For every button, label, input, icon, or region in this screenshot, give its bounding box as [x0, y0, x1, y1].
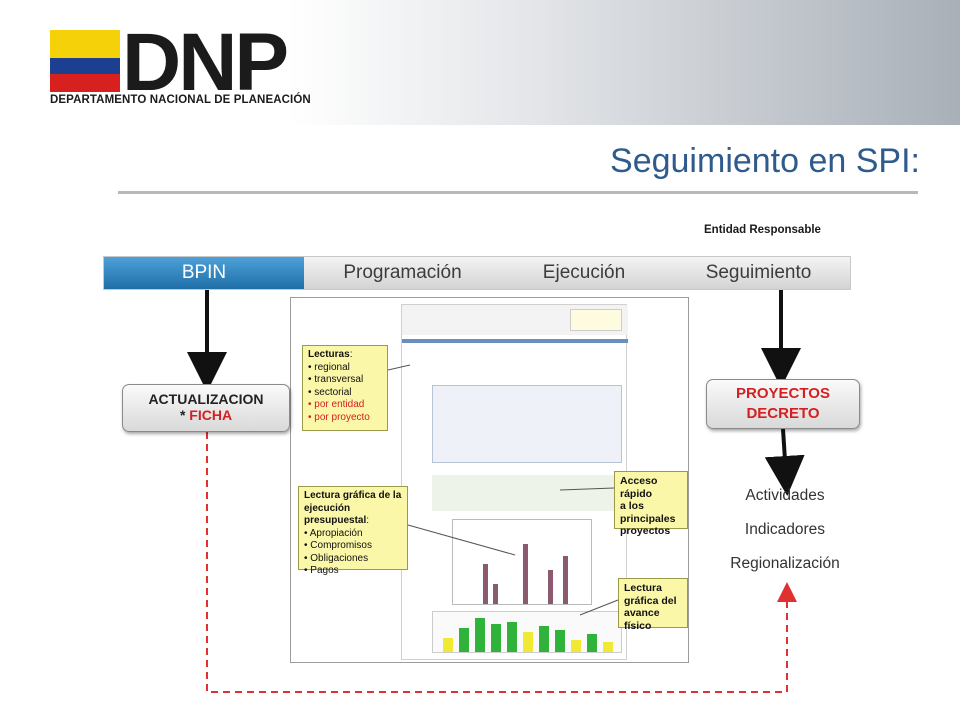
list-item: por proyecto: [308, 412, 382, 425]
callout-grafica-title-2: ejecución presupuestal:: [304, 502, 370, 527]
ficha-label: * FICHA: [179, 407, 233, 423]
screenshot-physical-progress: [432, 611, 622, 653]
callout-line: Lectura: [624, 582, 662, 594]
list-item: Apropiación: [304, 528, 402, 541]
list-item-actividades: Actividades: [745, 487, 825, 504]
progress-bar: [571, 640, 581, 652]
tab-ejecucion[interactable]: Ejecución: [542, 262, 626, 283]
chart-bar: [563, 556, 568, 604]
screenshot-nav: [402, 339, 628, 343]
list-item: Pagos: [304, 565, 402, 578]
actualizacion-ficha-box: ACTUALIZACION * FICHA: [122, 384, 290, 432]
list-item-regionalizacion: Regionalización: [730, 555, 840, 572]
callout-lecturas-title: Lecturas:: [308, 349, 353, 360]
entity-label: Entidad Responsable: [704, 224, 821, 236]
screenshot-projects: [432, 475, 622, 511]
callout-avance-fisico: Lectura gráfica del avance físico: [618, 578, 688, 632]
tab-bar: BPIN Programación Ejecución Seguimiento: [103, 256, 851, 290]
title-divider: [118, 191, 918, 194]
list-item: sectorial: [308, 387, 382, 400]
slide-title: Seguimiento en SPI:: [610, 142, 920, 180]
chart-bar: [523, 544, 528, 604]
callout-grafica-title-1: Lectura gráfica de la: [304, 490, 402, 501]
arrow-proyectos-down: [764, 428, 805, 496]
callout-line: Acceso rápido: [620, 475, 658, 500]
callout-line: proyectos: [620, 525, 671, 537]
progress-bar: [491, 624, 501, 652]
actualizacion-label: ACTUALIZACION: [148, 391, 264, 407]
list-item: Compromisos: [304, 540, 402, 553]
progress-bar: [555, 630, 565, 652]
list-item: Obligaciones: [304, 553, 402, 566]
list-item: transversal: [308, 374, 382, 387]
list-item: por entidad: [308, 399, 382, 412]
callout-lectura-grafica: Lectura gráfica de la ejecución presupue…: [298, 486, 408, 576]
progress-bar: [539, 626, 549, 652]
tab-seguimiento[interactable]: Seguimiento: [705, 262, 812, 283]
callout-line: principales: [620, 512, 676, 525]
screenshot-budget-chart: [452, 519, 592, 605]
screenshot-dnp-logo: [570, 309, 622, 331]
proyectos-label: PROYECTOS: [736, 385, 830, 402]
dnp-logo-subtitle: DEPARTAMENTO NACIONAL DE PLANEACIÓN: [50, 94, 311, 106]
proyectos-decreto-box: PROYECTOS DECRETO: [706, 379, 860, 429]
progress-bar: [475, 618, 485, 652]
dnp-logo-text: DNP: [122, 17, 289, 108]
callout-line: gráfica del: [624, 594, 677, 607]
chart-bar: [483, 564, 488, 604]
colombia-flag-icon: [50, 30, 120, 92]
callout-acceso-rapido: Acceso rápido a los principales proyecto…: [614, 471, 688, 537]
callout-line: avance físico: [624, 607, 660, 632]
list-item: regional: [308, 362, 382, 375]
chart-bar: [493, 584, 498, 604]
callout-line: a los: [620, 500, 644, 512]
list-item-indicadores: Indicadores: [744, 521, 826, 538]
progress-bar: [587, 634, 597, 652]
progress-bar: [523, 632, 533, 652]
decreto-label: DECRETO: [746, 405, 820, 422]
tab-programacion[interactable]: Programación: [343, 262, 462, 283]
screenshot-table: [432, 385, 622, 463]
header-band: DNP DEPARTAMENTO NACIONAL DE PLANEACIÓN: [0, 0, 960, 125]
progress-bar: [459, 628, 469, 652]
callout-lecturas: Lecturas: regional transversal sectorial…: [302, 345, 388, 431]
progress-bar: [507, 622, 517, 652]
progress-bar: [603, 642, 613, 652]
progress-bar: [443, 638, 453, 652]
seguimiento-list: Actividades Indicadores Regionalización: [720, 484, 850, 586]
chart-bar: [548, 570, 553, 604]
screenshot-page: [401, 304, 628, 660]
tab-bpin[interactable]: BPIN: [104, 257, 304, 289]
